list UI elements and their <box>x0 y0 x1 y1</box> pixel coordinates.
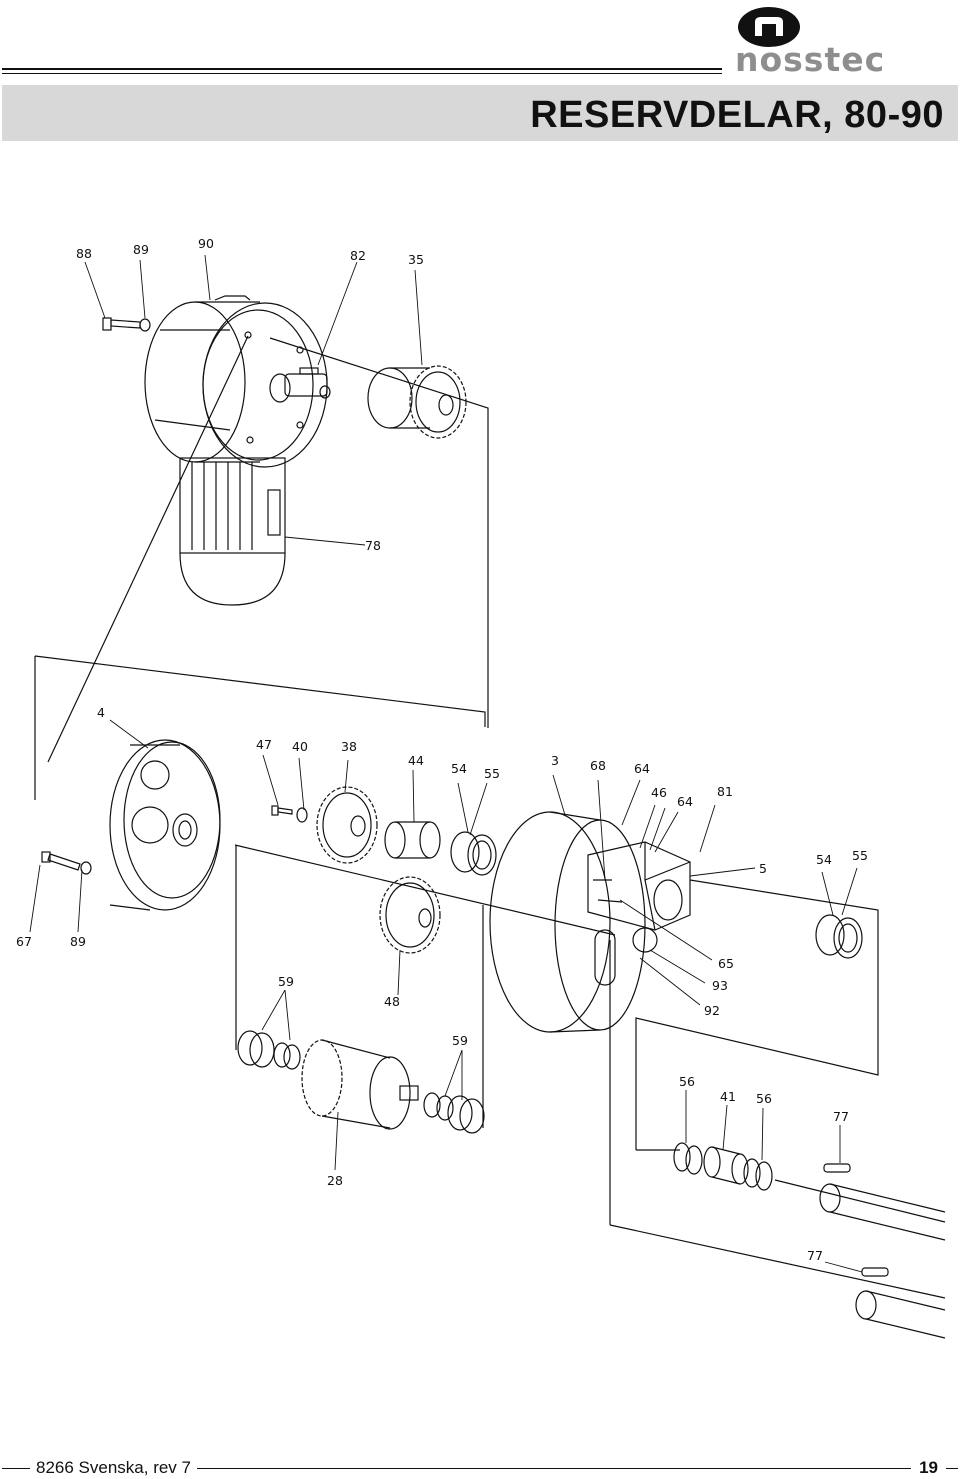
brand-wordmark: nosstec <box>735 40 886 79</box>
callout-59-b: 59 <box>452 1033 468 1048</box>
callout-88: 88 <box>76 246 92 261</box>
gear-38-drawing <box>316 786 378 864</box>
callout-77-b: 77 <box>807 1248 823 1263</box>
callout-54: 54 <box>451 761 467 776</box>
callout-55-b: 55 <box>852 848 868 863</box>
callout-82: 82 <box>350 248 366 263</box>
callout-64-b: 64 <box>677 794 693 809</box>
callout-68: 68 <box>590 758 606 773</box>
housing-3-drawing <box>489 811 691 1033</box>
screw-47-drawing <box>271 805 308 823</box>
callout-89: 89 <box>133 242 149 257</box>
exploded-parts-diagram: 88 89 90 82 35 78 4 47 40 38 44 54 55 3 … <box>16 236 946 1339</box>
callout-38: 38 <box>341 739 357 754</box>
document-reference: 8266 Svenska, rev 7 <box>30 1457 197 1479</box>
brand-logo: nosstec <box>735 6 953 79</box>
callout-35: 35 <box>408 252 424 267</box>
callout-48: 48 <box>384 994 400 1009</box>
callout-78: 78 <box>365 538 381 553</box>
callout-4: 4 <box>97 705 105 720</box>
title-band: RESERVDELAR, 80-90 <box>2 85 958 141</box>
callout-90: 90 <box>198 236 214 251</box>
callout-44: 44 <box>408 753 424 768</box>
gear-motor-drawing <box>144 295 331 606</box>
callout-56: 56 <box>679 1074 695 1089</box>
sprocket-35-drawing <box>367 365 467 439</box>
callout-56-b: 56 <box>756 1091 772 1106</box>
page-title: RESERVDELAR, 80-90 <box>530 94 944 136</box>
pinion-shaft-28-drawing <box>237 1030 485 1134</box>
callout-54-b: 54 <box>816 852 832 867</box>
callout-77: 77 <box>833 1109 849 1124</box>
cover-plate-4-drawing <box>109 739 221 911</box>
callout-59: 59 <box>278 974 294 989</box>
callout-labels: 88 89 90 82 35 78 4 47 40 38 44 54 55 3 … <box>16 236 868 1263</box>
callout-5: 5 <box>759 861 767 876</box>
callout-89-b: 89 <box>70 934 86 949</box>
bearing-54-55-drawing <box>450 831 497 876</box>
callout-28: 28 <box>327 1173 343 1188</box>
header-rule-thin <box>2 73 722 74</box>
callout-55: 55 <box>484 766 500 781</box>
gear-48-drawing <box>379 876 441 954</box>
bolt-88-drawing <box>102 317 151 332</box>
callout-81: 81 <box>717 784 733 799</box>
callout-47: 47 <box>256 737 272 752</box>
shaft-assembly-drawing <box>609 940 946 1339</box>
bushing-44-drawing <box>384 821 441 859</box>
callout-93: 93 <box>712 978 728 993</box>
footer-rule <box>2 1468 958 1469</box>
callout-46: 46 <box>651 785 667 800</box>
callout-67: 67 <box>16 934 32 949</box>
callout-64: 64 <box>634 761 650 776</box>
callout-40: 40 <box>292 739 308 754</box>
nosstec-logo-icon <box>738 7 800 47</box>
callout-65: 65 <box>718 956 734 971</box>
callout-41: 41 <box>720 1089 736 1104</box>
callout-3: 3 <box>551 753 559 768</box>
leader-lines <box>29 254 863 1273</box>
callout-92: 92 <box>704 1003 720 1018</box>
bearing-54-55-right-drawing <box>815 914 863 959</box>
bolt-67-drawing <box>41 851 92 875</box>
header-rule <box>2 68 722 70</box>
page-number: 19 <box>911 1457 946 1479</box>
